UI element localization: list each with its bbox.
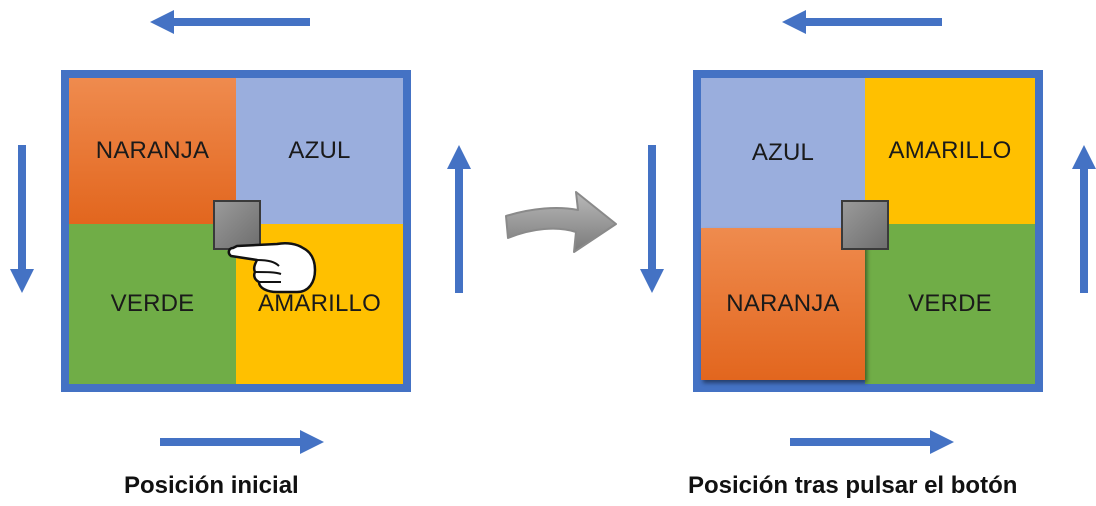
arrow-up-icon <box>447 145 471 293</box>
tile-naranja: NARANJA <box>701 228 865 380</box>
arrow-right-icon <box>790 430 954 454</box>
rotate-button[interactable] <box>841 200 889 250</box>
tile-label: NARANJA <box>95 137 210 164</box>
caption-initial: Posición inicial <box>124 472 299 499</box>
tile-azul: AZUL <box>701 78 865 228</box>
tile-verde: VERDE <box>69 224 236 384</box>
tile-label: AZUL <box>288 137 351 164</box>
puzzle-board-after-press: AZUL AMARILLO VERDE NARANJA <box>693 70 1043 392</box>
tile-label: AMARILLO <box>888 137 1012 164</box>
tile-azul: AZUL <box>236 78 403 224</box>
puzzle-board-initial: NARANJA AZUL VERDE AMARILLO <box>61 70 411 392</box>
tile-label: NARANJA <box>726 290 840 317</box>
arrow-left-icon <box>150 10 310 34</box>
tile-label: VERDE <box>110 290 195 317</box>
tile-verde: VERDE <box>865 224 1035 384</box>
rotate-button[interactable] <box>213 200 261 250</box>
tile-naranja: NARANJA <box>69 78 236 224</box>
pointing-hand-icon <box>227 241 317 294</box>
tile-label: AZUL <box>751 139 815 166</box>
arrow-left-icon <box>782 10 942 34</box>
caption-after-press: Posición tras pulsar el botón <box>688 472 1018 499</box>
curved-gray-arrow-icon <box>505 191 617 253</box>
arrow-down-icon <box>640 145 664 293</box>
arrow-up-icon <box>1072 145 1096 293</box>
tile-label: AMARILLO <box>258 290 381 317</box>
arrow-right-icon <box>160 430 324 454</box>
arrow-down-icon <box>10 145 34 293</box>
tile-label: VERDE <box>908 290 992 317</box>
tile-amarillo: AMARILLO <box>865 78 1035 224</box>
